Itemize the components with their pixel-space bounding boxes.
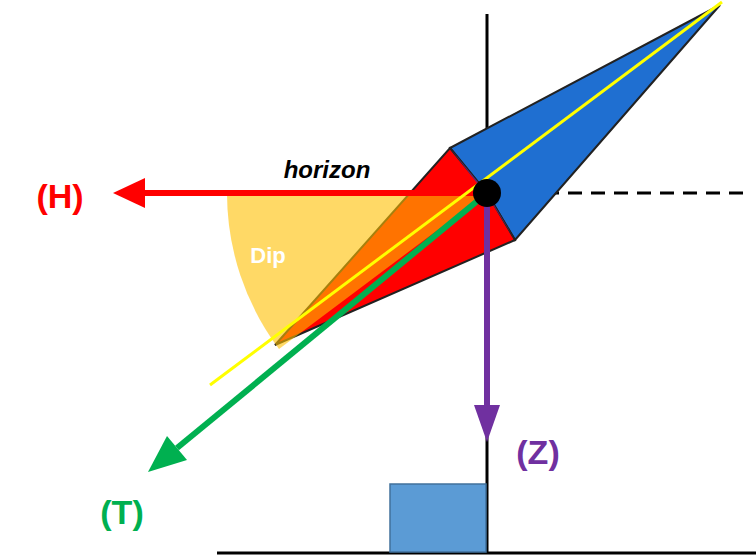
dip-wedge — [227, 193, 487, 349]
vector-label: (T) — [100, 495, 143, 529]
h-arrowhead — [113, 178, 145, 208]
angle-label: Dip — [250, 245, 285, 267]
vector-label: (H) — [36, 179, 83, 213]
z-arrowhead — [474, 405, 500, 442]
t-arrow — [177, 193, 487, 448]
needle-north — [450, 5, 720, 240]
t-arrowhead — [148, 436, 187, 472]
vector-label: (Z) — [516, 435, 559, 469]
horizon-label: horizon — [284, 158, 371, 182]
blue-block — [390, 484, 486, 552]
h-arrow — [142, 190, 487, 196]
vertical-axis — [486, 14, 489, 553]
needle-axis — [210, 2, 722, 385]
z-arrow — [484, 193, 490, 408]
pivot-dot — [473, 179, 501, 207]
